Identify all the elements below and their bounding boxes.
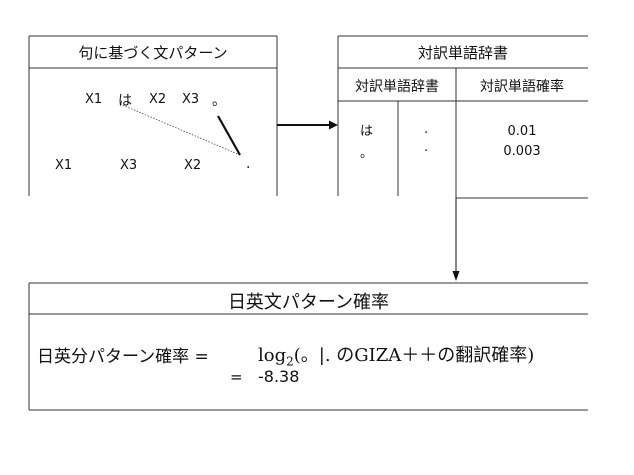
formula-argument: (。|. のGIZA＋＋の翻訳確率)	[293, 345, 535, 366]
dict-box-title: 対訳単語辞書	[417, 44, 508, 62]
arrow-head-down	[452, 271, 460, 281]
dict-row2-en: .	[424, 140, 429, 155]
pattern-token-maru: 。	[212, 93, 226, 109]
formula-log-base: 2	[286, 354, 294, 369]
pattern-en-token-x3: X3	[120, 158, 138, 173]
dict-col1-header: 対訳単語辞書	[355, 79, 439, 95]
formula-label: 日英分パターン確率 =	[37, 347, 209, 367]
dict-col2-header: 対訳単語確率	[480, 79, 564, 95]
alignment-line-ha	[119, 103, 241, 156]
dict-row1-prob: 0.01	[507, 124, 537, 139]
pattern-box-title: 句に基づく文パターン	[78, 44, 228, 62]
pattern-token-ha: は	[118, 93, 132, 109]
result-value: -8.38	[258, 367, 300, 386]
alignment-line-period	[217, 115, 241, 156]
dict-row1-en: .	[424, 122, 429, 137]
dict-row1-ja: は	[360, 124, 374, 139]
pattern-token-x2: X2	[149, 92, 167, 107]
pattern-en-token-x2: X2	[184, 158, 202, 173]
pattern-token-x1: X1	[85, 92, 103, 107]
pattern-en-token-x1: X1	[55, 158, 73, 173]
formula-expression: log2(。|. のGIZA＋＋の翻訳確率)	[258, 341, 534, 369]
arrow-head-right	[329, 120, 338, 130]
prob-box-title: 日英文パターン確率	[227, 292, 390, 313]
dict-row2-ja: 。	[360, 146, 374, 161]
formula-log: log	[258, 345, 287, 366]
pattern-token-x3: X3	[182, 92, 200, 107]
pattern-en-token-period: .	[246, 156, 251, 172]
dict-row2-prob: 0.003	[503, 144, 541, 159]
result-equals: =	[230, 368, 243, 386]
